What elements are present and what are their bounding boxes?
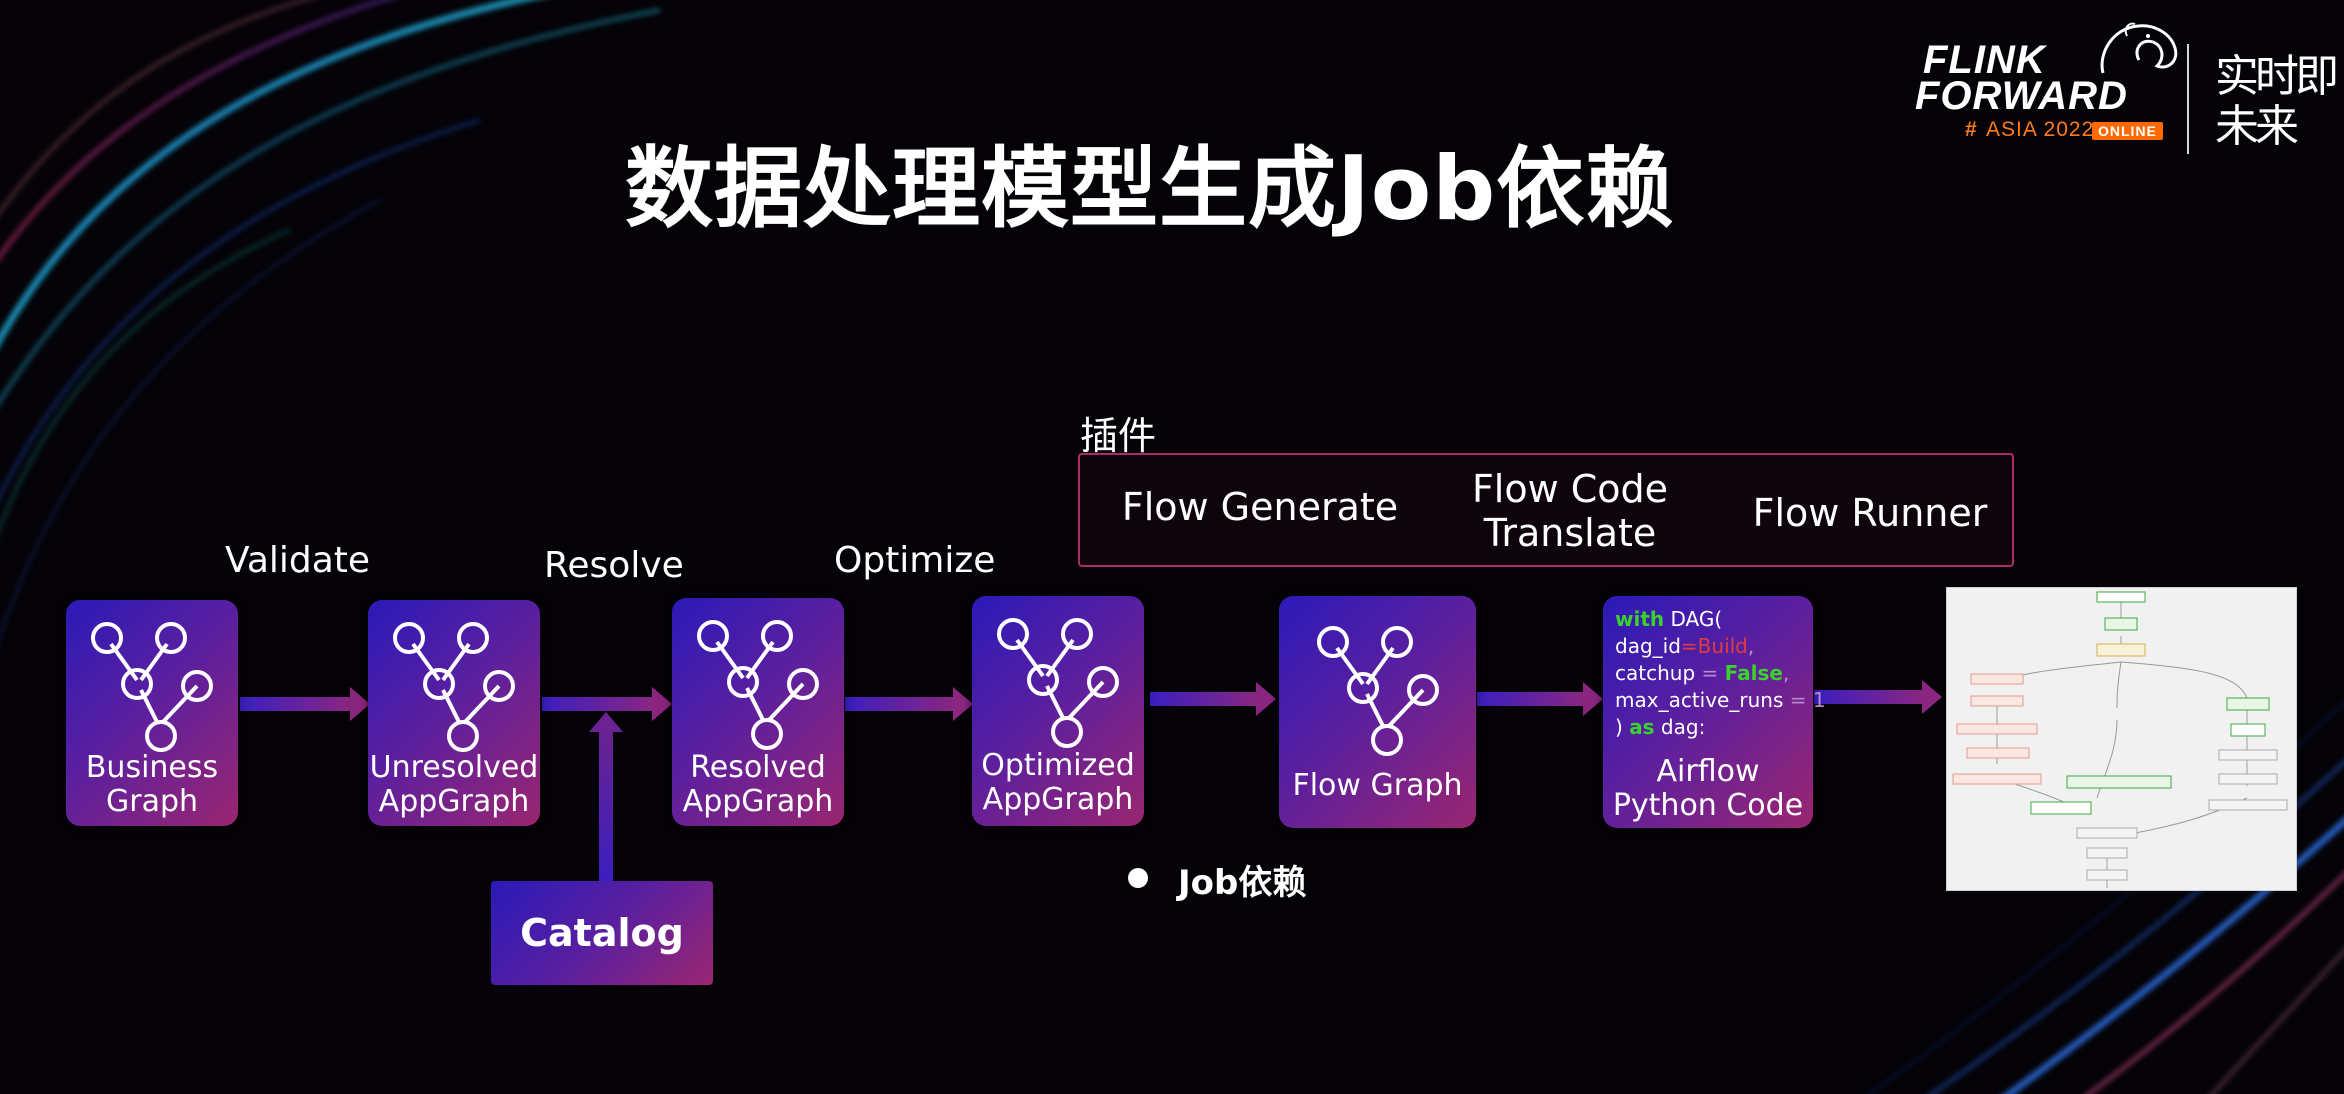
logo-cn-line2: 未来 [2215,101,2299,152]
node-business-graph: Business Graph [66,600,238,826]
logo-divider [2187,44,2189,154]
stage-label-validate: Validate [225,540,371,581]
node-label-line2: AppGraph [982,782,1134,817]
node-flow-graph: Flow Graph [1279,596,1476,828]
code-comma2: , [1782,661,1790,685]
code-dag-open: DAG( [1664,607,1723,631]
node-optimized-appgraph: Optimized AppGraph [972,596,1144,826]
code-catchup: catchup [1615,661,1696,685]
node-label-line1: Resolved [690,750,826,785]
plugin-item-flow-code-translate: Flow Code Translate [1471,467,1669,555]
code-eq-one: = 1 [1783,688,1826,712]
code-snippet: with DAG( dag_id=Build, catchup = False,… [1615,606,1826,741]
arrow-resolved-to-optimized [845,687,973,721]
code-close: ) [1615,715,1630,739]
graph-tree-icon [91,622,213,752]
logo-forward: FORWARD [1915,74,2128,118]
node-label-line2: AppGraph [682,784,834,819]
graph-tree-icon [997,618,1119,748]
node-resolved-appgraph: Resolved AppGraph [672,598,844,826]
code-build: Build [1697,634,1748,658]
graph-tree-icon [1316,626,1439,756]
code-eq: = [1680,634,1698,658]
code-keyword-as: as [1629,715,1655,739]
graph-tree-icon [393,622,515,752]
node-label-line2: AppGraph [378,784,530,819]
node-label-line2: Python Code [1612,788,1804,823]
code-eq2: = [1695,661,1725,685]
logo-hash: # [1965,118,1978,141]
catalog-label: Catalog [520,911,684,955]
arrow-flow-to-airflow [1477,682,1603,716]
stage-label-optimize: Optimize [834,540,996,581]
code-keyword-with: with [1615,607,1665,631]
plugin-label: 插件 [1080,414,1157,458]
code-dag-id: dag_id [1615,634,1681,658]
node-airflow-python-code: with DAG( dag_id=Build, catchup = False,… [1603,596,1826,828]
page-title: 数据处理模型生成Job依赖 [625,137,1675,240]
bullet-text: Job依赖 [1178,863,1307,903]
code-comma: , [1747,634,1755,658]
code-max-active-runs: max_active_runs [1615,688,1784,712]
squirrel-logo-icon [2100,22,2178,74]
arrow-unresolved-to-resolved [542,687,672,721]
dag-illustration [1952,591,2288,888]
node-label-line1: Optimized [981,748,1135,783]
node-label-line1: Unresolved [369,750,539,785]
arrow-optimized-to-flow [1150,682,1276,716]
node-label-line1: Airflow [1656,754,1760,789]
code-false: False [1724,661,1783,685]
stage-label-resolve: Resolve [544,545,684,586]
node-unresolved-appgraph: Unresolved AppGraph [368,600,540,826]
plugin-box: Flow Generate Flow Code Translate Flow R… [1078,453,2014,567]
arrow-business-to-unresolved [240,687,370,721]
node-label-line2: Graph [105,784,199,819]
arrow-airflow-to-dag [1814,680,1942,714]
node-label-line1: Business [85,750,219,785]
logo-flink: FLINK [1923,38,2046,82]
bullet-dot [1128,868,1148,888]
logo-asia: ASIA 2022 [1986,118,2095,141]
node-label-line1: Flow Graph [1292,768,1463,803]
graph-tree-icon [697,620,819,750]
dag-screenshot-image [1946,587,2297,891]
plugin-item-flow-runner: Flow Runner [1752,491,1988,535]
arrow-catalog-to-resolve [589,712,623,882]
logo-cn-line1: 实时即 [2215,51,2339,102]
code-dag-var: dag: [1654,715,1706,739]
flink-forward-logo: FLINK FORWARD # ASIA 2022 ONLINE 实时即 未来 [1915,18,2339,154]
plugin-item-flow-generate: Flow Generate [1121,485,1399,529]
logo-online-badge: ONLINE [2092,122,2163,140]
catalog-box: Catalog [491,881,713,985]
